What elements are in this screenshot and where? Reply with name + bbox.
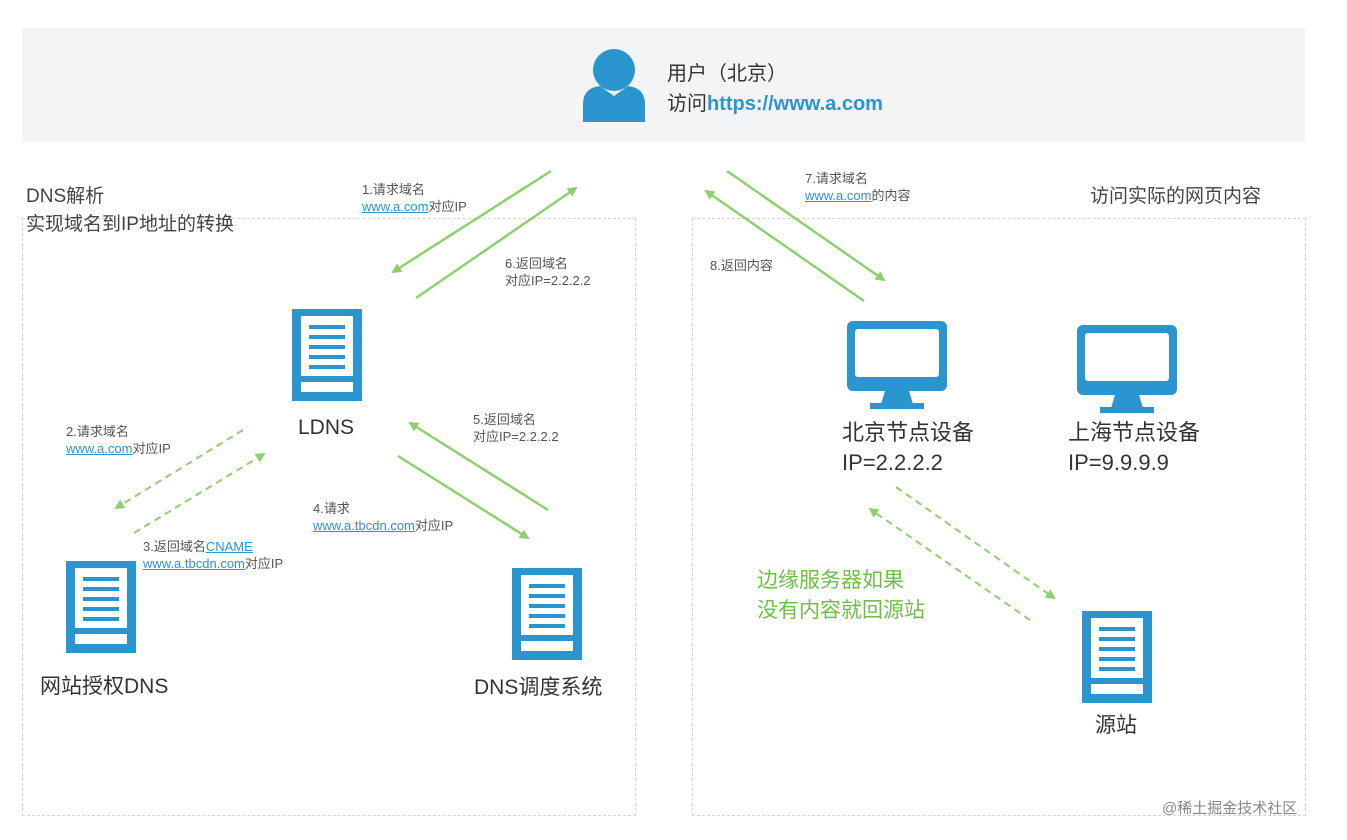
step3-link[interactable]: www.a.tbcdn.com [143,556,245,571]
step3-label: 3.返回域名CNAME www.a.tbcdn.com对应IP [143,539,284,571]
arrow-step7 [726,169,886,282]
user-visit-prefix: 访问 [667,93,707,115]
step6-label: 6.返回域名 对应IP=2.2.2.2 [505,256,591,288]
step4-label: 4.请求 www.a.tbcdn.com对应IP [313,501,454,533]
ldns-label: LDNS [298,416,355,439]
bj-node-label: 北京节点设备 IP=2.2.2.2 [842,418,974,478]
user-icon [583,49,645,122]
bj-node-name: 北京节点设备 [842,420,975,445]
monitor-icon [1077,325,1177,413]
arrow-origin-return [868,507,1031,621]
left-section-title: DNS解析 实现域名到IP地址的转换 [26,183,234,239]
arrow-step2 [114,429,244,510]
arrow-step1 [391,169,552,274]
edge-note-line2: 没有内容就回源站 [757,599,925,622]
arrow-step8 [704,189,865,303]
auth-dns-label: 网站授权DNS [40,675,169,698]
origin-label: 源站 [1095,714,1137,737]
step7-label: 7.请求域名 www.a.com的内容 [805,171,911,203]
server-icon [1082,611,1152,703]
sh-node-label: 上海节点设备 IP=9.9.9.9 [1068,418,1200,478]
step3-cname[interactable]: CNAME [205,539,253,554]
watermark: @稀土掘金技术社区 [1162,800,1298,817]
sh-node-name: 上海节点设备 [1068,420,1201,445]
left-panel [22,218,636,816]
edge-note: 边缘服务器如果 没有内容就回源站 [757,566,925,626]
user-visit-url[interactable]: https://www.a.com [707,93,883,115]
arrow-step3 [133,452,266,534]
top-band [22,28,1305,142]
step2-link[interactable]: www.a.com [66,441,133,456]
sh-node-ip: IP=9.9.9.9 [1068,450,1169,475]
step5-label: 5.返回域名 对应IP=2.2.2.2 [473,412,559,444]
arrow-step4 [397,454,530,540]
arrow-step6 [415,186,578,300]
server-icon [292,309,362,401]
bj-node-ip: IP=2.2.2.2 [842,450,943,475]
right-panel [692,218,1306,816]
arrow-step5 [408,421,549,512]
step1-link[interactable]: www.a.com [362,199,429,214]
edge-note-line1: 边缘服务器如果 [757,569,904,592]
step8-label: 8.返回内容 [710,258,773,273]
user-title: 用户（北京） [667,63,787,85]
step4-link[interactable]: www.a.tbcdn.com [313,518,415,533]
step7-link[interactable]: www.a.com [805,188,872,203]
server-icon [66,561,136,653]
step2-label: 2.请求域名 www.a.com对应IP [66,424,171,456]
dns-sched-label: DNS调度系统 [474,676,603,699]
left-section-line1: DNS解析 [26,186,105,207]
step1-label: 1.请求域名 www.a.com对应IP [362,182,467,214]
server-icon [512,568,582,660]
arrow-origin-fetch [895,486,1056,600]
monitor-icon [847,321,947,409]
right-section-title: 访问实际的网页内容 [1090,186,1262,207]
left-section-line2: 实现域名到IP地址的转换 [26,214,234,235]
user-visit: 访问https://www.a.com [667,90,883,118]
